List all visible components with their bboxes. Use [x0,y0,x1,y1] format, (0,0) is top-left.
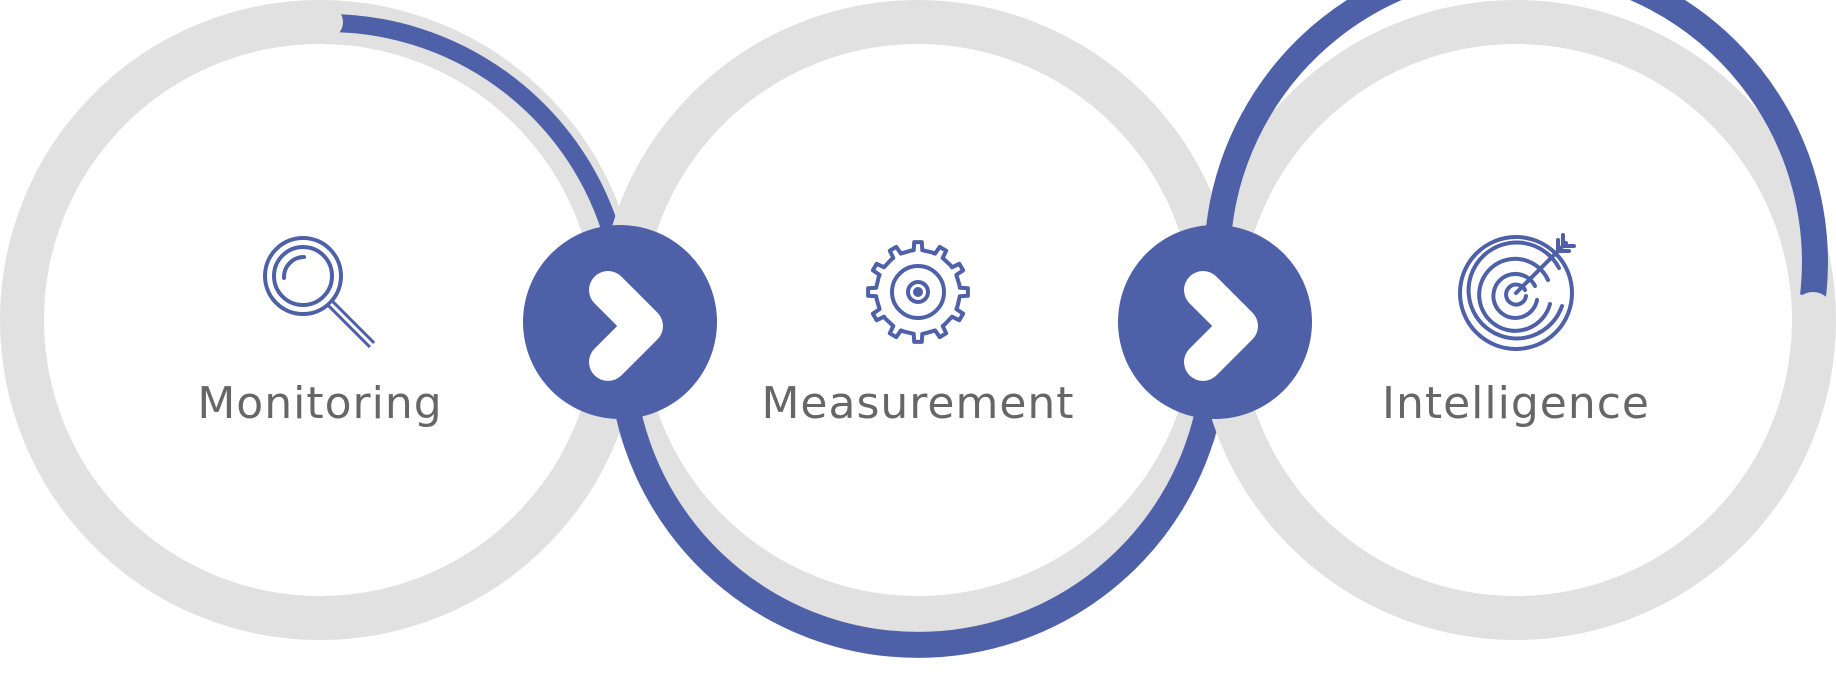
step-label-measurement: Measurement [761,378,1074,429]
chevron-right-icon [589,271,663,381]
ring-intelligence-knob [1793,292,1833,332]
gear-icon [866,240,970,344]
step-label-intelligence: Intelligence [1382,378,1650,429]
ring-intelligence-progress-arc [1206,0,1828,298]
ring-monitoring-knob [309,5,343,39]
ring-measurement-progress-arc [615,409,1221,658]
target-icon [1458,233,1576,351]
step-label-monitoring: Monitoring [197,378,442,429]
connector-2 [1118,225,1312,419]
chevron-right-icon [1184,271,1258,381]
ring-monitoring-progress-arc [325,13,619,231]
connector-1 [523,225,717,419]
magnifier-icon [263,236,376,349]
